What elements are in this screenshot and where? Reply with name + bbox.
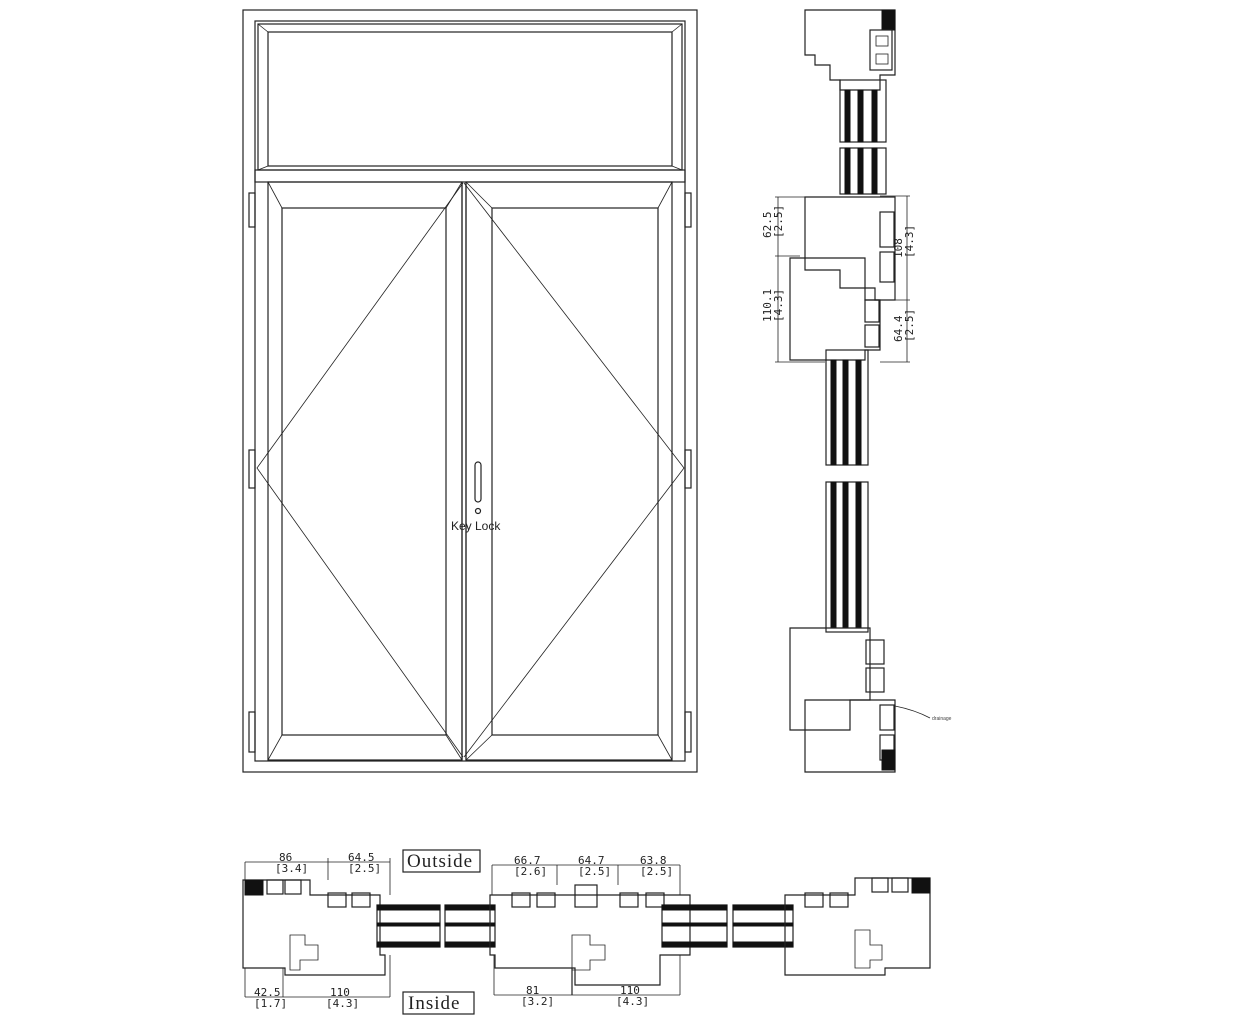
dimension-lines — [244, 858, 681, 998]
glass-pane — [825, 349, 869, 633]
vertical-section: 62.5 [2.5] 108 [4.3] 110.1 [4.3] 64.4 [2… — [761, 9, 952, 773]
svg-text:110: 110 — [620, 984, 640, 997]
svg-text:108: 108 — [892, 238, 905, 258]
drainage-label: drainage — [932, 716, 952, 722]
svg-text:86: 86 — [279, 851, 292, 864]
outside-label: Outside — [407, 851, 473, 872]
svg-text:[4.3]: [4.3] — [616, 995, 649, 1008]
svg-text:[4.3]: [4.3] — [326, 997, 359, 1010]
svg-text:62.5: 62.5 — [761, 212, 774, 239]
opening-direction-line — [256, 182, 464, 758]
svg-text:66.7: 66.7 — [514, 854, 541, 867]
svg-text:64.4: 64.4 — [892, 315, 905, 342]
glass-pane — [661, 904, 794, 948]
glass-pane — [376, 904, 496, 948]
svg-text:110.1: 110.1 — [761, 289, 774, 322]
left-sash — [256, 181, 464, 761]
dimension-lines — [775, 195, 910, 363]
svg-text:63.8: 63.8 — [640, 854, 667, 867]
transom — [257, 23, 683, 171]
door-handle-icon — [474, 461, 482, 515]
svg-text:[2.5]: [2.5] — [772, 205, 785, 238]
key-lock-label: Key Lock — [451, 519, 501, 533]
outer-frame — [242, 9, 698, 773]
svg-text:[3.4]: [3.4] — [275, 862, 308, 875]
svg-text:[2.6]: [2.6] — [514, 865, 547, 878]
svg-text:[2.5]: [2.5] — [348, 862, 381, 875]
front-elevation: Key Lock — [242, 9, 698, 773]
opening-direction-line — [463, 182, 685, 758]
svg-text:[2.5]: [2.5] — [640, 865, 673, 878]
svg-text:42.5: 42.5 — [254, 986, 281, 999]
inside-label: Inside — [408, 993, 460, 1014]
svg-text:[3.2]: [3.2] — [521, 995, 554, 1008]
horizontal-section: 86 [3.4] 64.5 [2.5] 66.7 [2.6] 64.7 [2.5… — [242, 849, 931, 1015]
svg-text:[1.7]: [1.7] — [254, 997, 287, 1010]
svg-text:64.5: 64.5 — [348, 851, 375, 864]
svg-text:110: 110 — [330, 986, 350, 999]
svg-text:64.7: 64.7 — [578, 854, 605, 867]
svg-text:[4.3]: [4.3] — [772, 289, 785, 322]
svg-text:[2.5]: [2.5] — [578, 865, 611, 878]
svg-text:81: 81 — [526, 984, 539, 997]
hinge-icon — [248, 192, 692, 753]
outside-label-box: Outside — [402, 849, 481, 873]
svg-text:[2.5]: [2.5] — [903, 309, 916, 342]
right-sash — [463, 181, 685, 761]
inside-label-box: Inside — [402, 991, 475, 1015]
svg-text:[4.3]: [4.3] — [903, 225, 916, 258]
inner-frame — [254, 20, 686, 762]
glass-pane — [839, 79, 887, 195]
transom-mullion — [254, 169, 686, 183]
